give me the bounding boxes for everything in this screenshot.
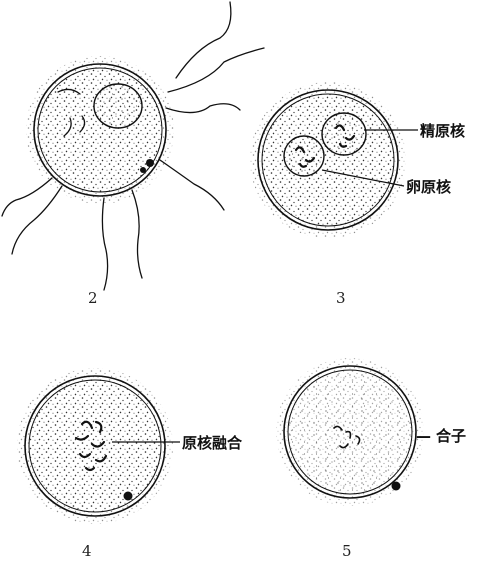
panel-4-fusion-label: 原核融合 xyxy=(182,434,243,452)
panel-2-sperm-flagellum-3 xyxy=(166,104,240,113)
panel-2-pronucleus xyxy=(94,84,142,128)
panel-5-zygote: — 合子 5 xyxy=(276,358,466,560)
panel-2-sperm-flagellum-1 xyxy=(176,2,231,78)
panel-2-cytoplasm xyxy=(38,68,162,192)
panel-3-cytoplasm xyxy=(262,94,394,226)
panel-3-sperm-pronucleus-label: 精原核 xyxy=(420,122,465,140)
panel-3-two-pronuclei: 精原核 卵原核 3 xyxy=(250,82,465,307)
panel-2-polar-body xyxy=(146,159,154,167)
panel-2-sperm-flagellum-5 xyxy=(132,190,142,278)
panel-2-sperm-flagellum-6 xyxy=(102,198,107,290)
panel-4-number: 4 xyxy=(82,542,92,560)
panel-4-polar-body xyxy=(124,492,133,501)
panel-5-number: 5 xyxy=(342,542,352,560)
panel-5-zygote-label: 合子 xyxy=(435,427,466,445)
panel-2-sperm-flagellum-4 xyxy=(160,160,224,210)
panel-3-male-pronucleus xyxy=(322,113,366,155)
panel-2-sperm-flagellum-7 xyxy=(12,186,62,254)
panel-4-pronuclear-fusion: 原核融合 4 xyxy=(17,368,243,560)
panel-3-egg-pronucleus-label: 卵原核 xyxy=(406,178,451,196)
panel-3-female-pronucleus xyxy=(284,136,324,176)
panel-5-polar-body xyxy=(392,482,401,491)
panel-5-zygote-dash: — xyxy=(416,427,431,445)
panel-2-egg-with-sperm: 2 xyxy=(2,2,264,307)
panel-2-number: 2 xyxy=(88,289,98,307)
panel-3-number: 3 xyxy=(336,289,346,307)
